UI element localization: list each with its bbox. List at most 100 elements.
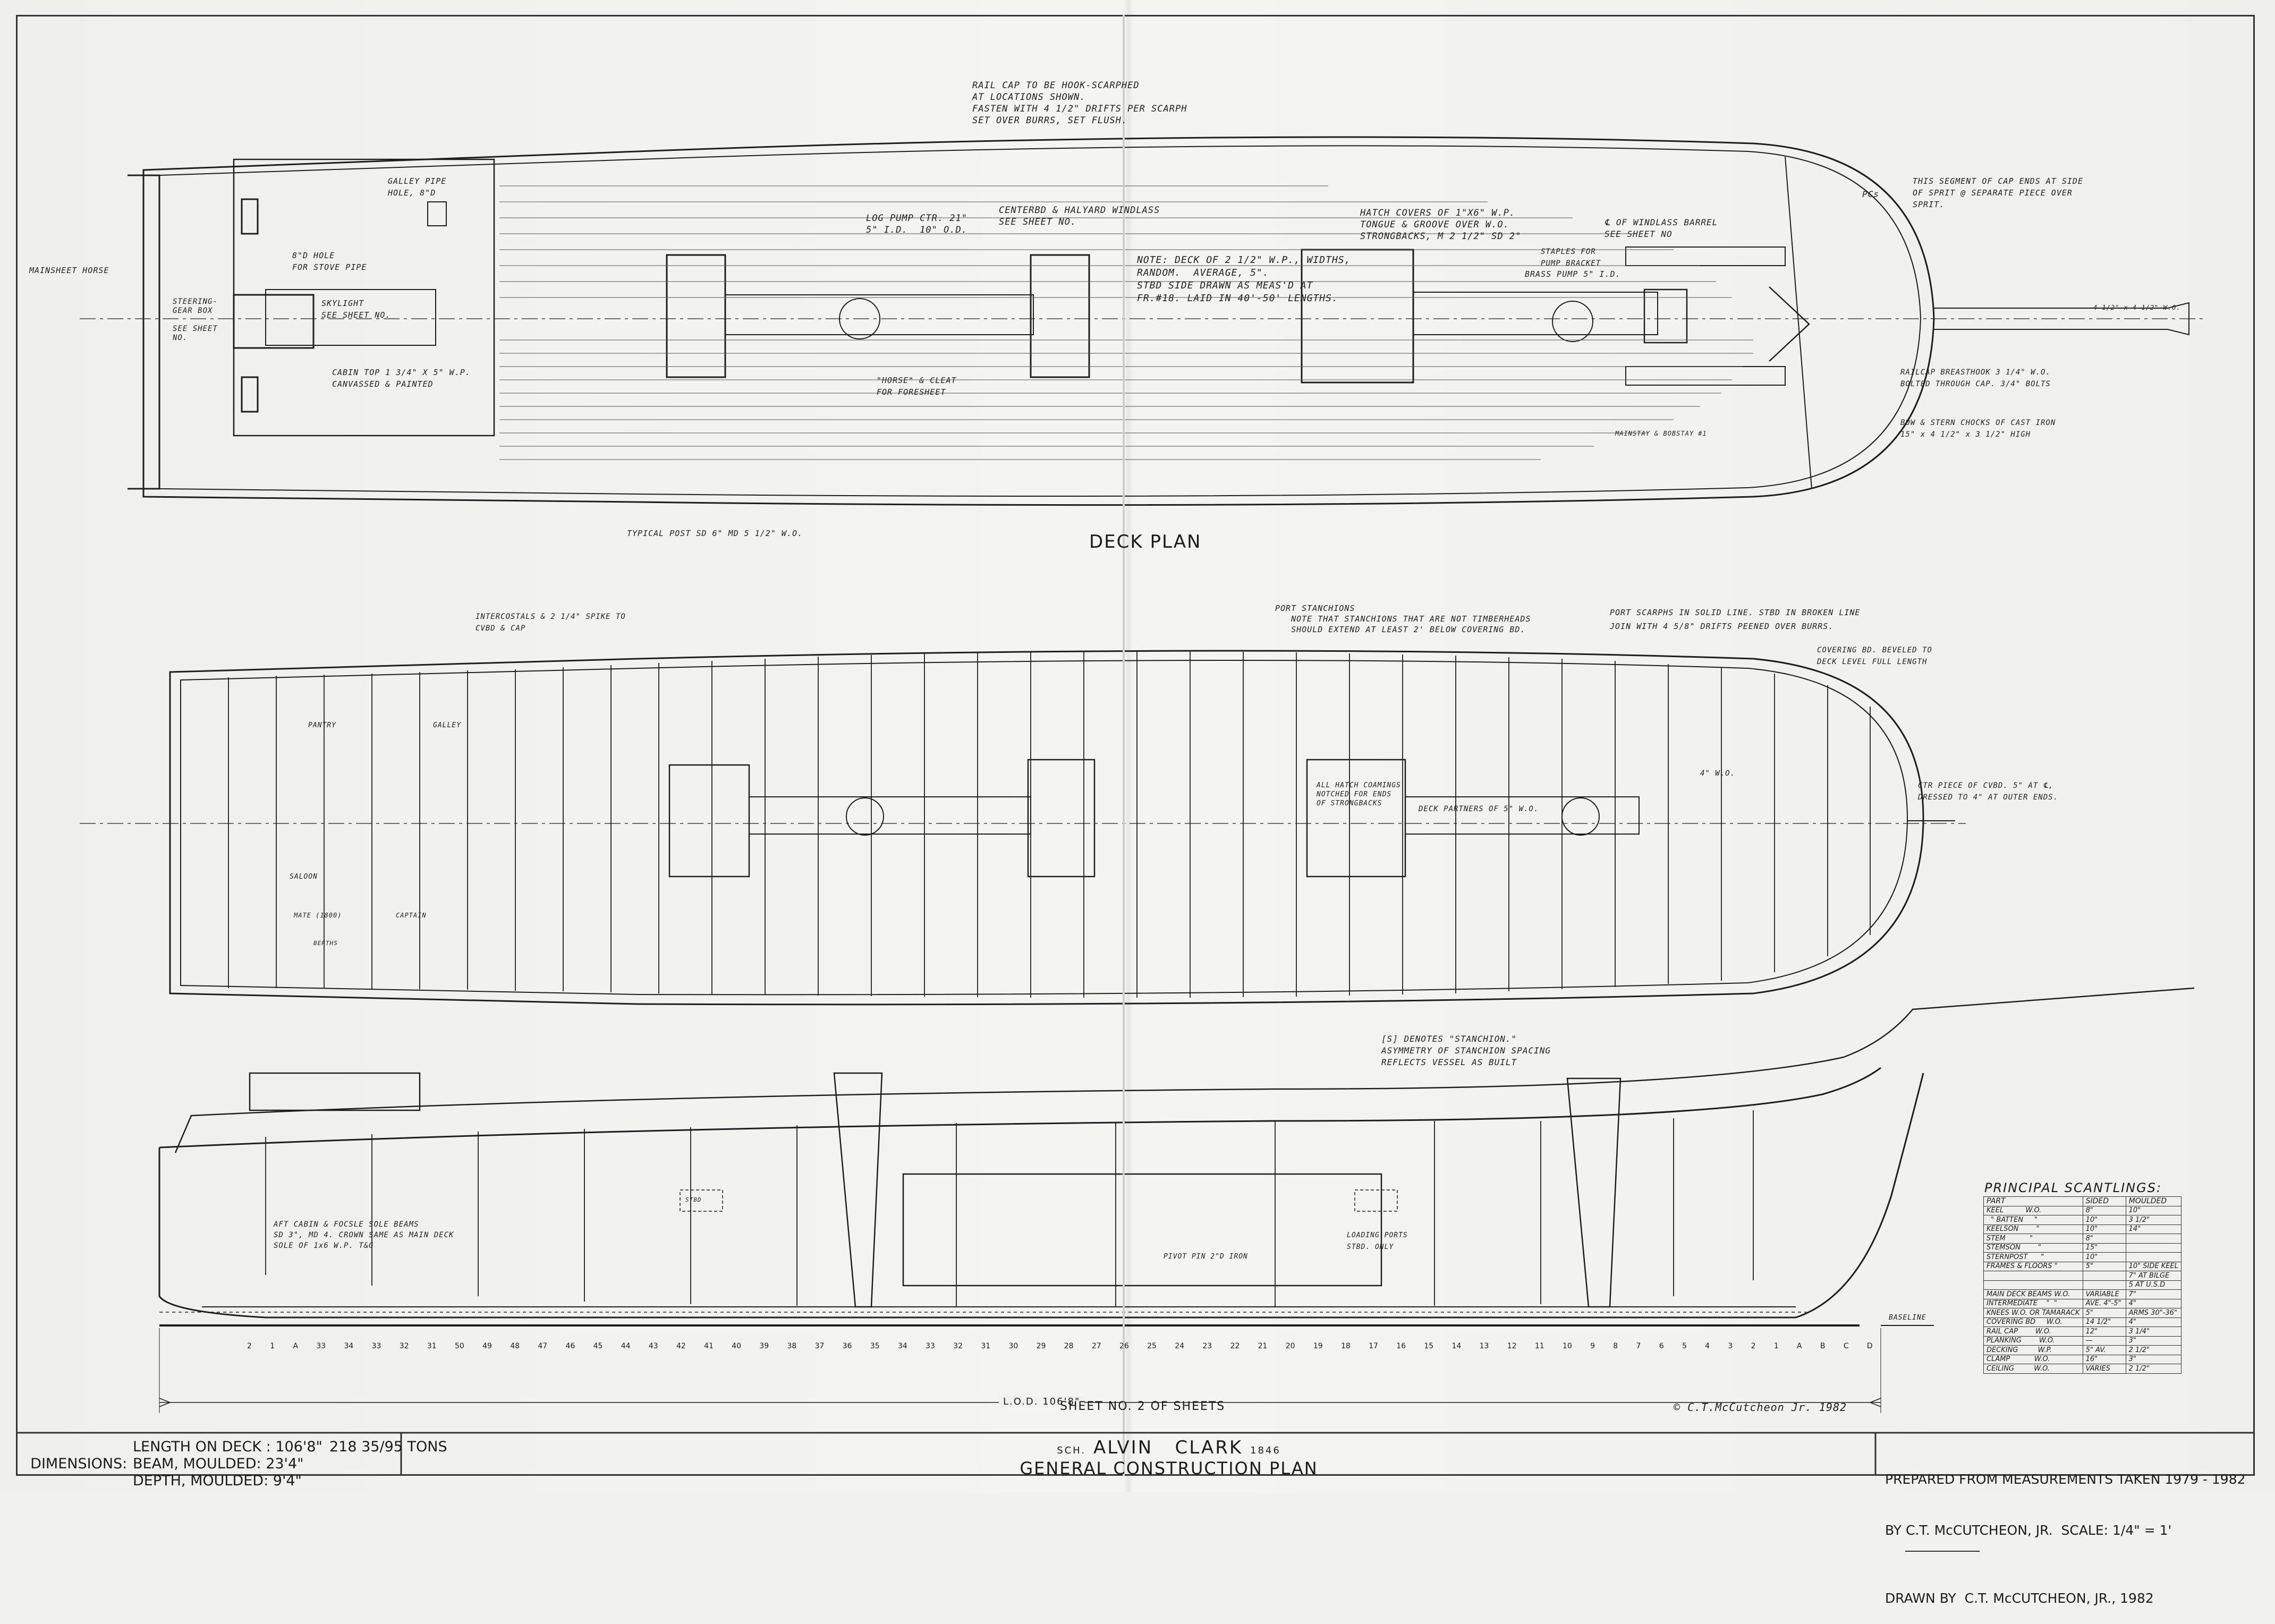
frame-number: 7 xyxy=(1636,1342,1641,1350)
stbd-label: STBD xyxy=(685,1196,702,1203)
frame-number: C xyxy=(1843,1342,1849,1350)
scantling-moulded: 7" xyxy=(2125,1289,2181,1299)
sheet-border xyxy=(16,15,2255,1476)
windlass-label: CENTERBD & HALYARD WINDLASS SEE SHEET NO… xyxy=(999,205,1160,227)
depth-moulded: DEPTH, MOULDED: 9'4" xyxy=(133,1473,302,1490)
pcs-label: PCs xyxy=(1862,189,1879,199)
hull-drawings xyxy=(16,15,2255,1476)
frame-number: 37 xyxy=(814,1342,825,1350)
scantlings-row: KEELSON "10"14" xyxy=(1983,1224,2181,1234)
intercostals-note: INTERCOSTALS & 2 1/4" SPIKE TO CVBD & CA… xyxy=(476,613,626,633)
frame-number: 4 xyxy=(1705,1342,1710,1350)
scantling-sided: 8" xyxy=(2082,1234,2126,1244)
frame-number: 15 xyxy=(1424,1342,1434,1350)
ctr-piece-note: CTR PIECE OF CVBD. 5" AT ℄, DRESSED TO 4… xyxy=(1918,781,2059,802)
copyright-signature: © C.T.McCutcheon Jr. 1982 xyxy=(1674,1401,1847,1414)
beam-value: 23'4" xyxy=(266,1456,304,1472)
scantling-part: STERNPOST " xyxy=(1983,1252,2083,1262)
sole-beams-note: AFT CABIN & FOCSLE SOLE BEAMS SD 3", MD … xyxy=(274,1220,454,1250)
frame-number: 14 xyxy=(1451,1342,1462,1350)
scantlings-row: INTERMEDIATE " "AVE. 4"-5"4" xyxy=(1983,1298,2181,1308)
frame-number: 28 xyxy=(1064,1342,1074,1350)
bowsprit-label: 4 1/2" x 4 1/2" W.O. xyxy=(2093,304,2181,311)
scantling-part: KNEES W.O. OR TAMARACK xyxy=(1983,1308,2083,1318)
four-wo-label: 4" W.O. xyxy=(1700,769,1736,778)
drawing-sheet xyxy=(0,0,2275,1492)
port-stanchions-note: PORT STANCHIONS NOTE THAT STANCHIONS THA… xyxy=(1275,603,1531,634)
frame-number: 33 xyxy=(316,1342,326,1350)
frame-number: 31 xyxy=(981,1342,991,1350)
frame-number: 1 xyxy=(1773,1342,1779,1350)
scale-text: BY C.T. McCUTCHEON, JR. SCALE: 1/4" = 1' xyxy=(1885,1523,2172,1538)
scantling-moulded: 3 1/4" xyxy=(2125,1327,2181,1337)
frame-number: 31 xyxy=(427,1342,437,1350)
scantling-part: CEILING W.O. xyxy=(1983,1364,2083,1374)
windlass-barrel-label: ℄ OF WINDLASS BARREL SEE SHEET NO xyxy=(1605,217,1718,239)
saloon-label: SALOON xyxy=(290,873,318,881)
scantling-part xyxy=(1983,1271,2083,1281)
frame-number: 38 xyxy=(787,1342,797,1350)
scantling-moulded: 10" xyxy=(2125,1205,2181,1215)
frame-number: A xyxy=(293,1342,299,1350)
scantling-part: CLAMP W.O. xyxy=(1983,1354,2083,1364)
year-built: 1846 xyxy=(1250,1445,1281,1456)
frame-number: 23 xyxy=(1202,1342,1212,1350)
frame-number: 18 xyxy=(1340,1342,1351,1350)
galley-label: GALLEY xyxy=(433,721,461,729)
credits-line-1: PREPARED FROM MEASUREMENTS TAKEN 1979 - … xyxy=(1885,1472,2246,1487)
scantling-sided: 5" xyxy=(2082,1308,2126,1318)
scantling-sided: AVE. 4"-5" xyxy=(2082,1298,2126,1308)
cap-segment-note: THIS SEGMENT OF CAP ENDS AT SIDE OF SPRI… xyxy=(1913,176,2083,209)
deck-plan-title: DECK PLAN xyxy=(1089,531,1202,552)
frame-number: 26 xyxy=(1119,1342,1129,1350)
pantry-label: PANTRY xyxy=(308,721,336,729)
scantlings-row: STERNPOST "10" xyxy=(1983,1252,2181,1262)
deck-plan-drawing xyxy=(80,136,2205,506)
depth-label: DEPTH, MOULDED: xyxy=(133,1473,269,1489)
scantlings-row: 5 AT U.S.D xyxy=(1983,1280,2181,1290)
frame-number: 32 xyxy=(399,1342,409,1350)
scantlings-header-sided: SIDED xyxy=(2082,1196,2126,1206)
vessel-name-line: SCH. ALVIN CLARK 1846 xyxy=(1009,1437,1328,1458)
frame-number: 2 xyxy=(247,1342,252,1350)
cabin-top-label: CABIN TOP 1 3/4" X 5" W.P. CANVASSED & P… xyxy=(332,368,471,389)
profile-frames xyxy=(265,1110,1754,1307)
scantling-moulded: 5 AT U.S.D xyxy=(2125,1280,2181,1290)
scantlings-header-moulded: MOULDED xyxy=(2125,1196,2181,1206)
typical-post-label: TYPICAL POST SD 6" MD 5 1/2" W.O. xyxy=(627,529,803,538)
lod-dimension: L.O.D. 106'8" xyxy=(999,1396,1085,1407)
dimensions-heading: DIMENSIONS: xyxy=(30,1456,128,1472)
depth-value: 9'4" xyxy=(273,1473,302,1489)
frame-number: 22 xyxy=(1230,1342,1240,1350)
scantling-sided: — xyxy=(2082,1336,2126,1346)
frame-number: 27 xyxy=(1091,1342,1101,1350)
frame-number: 36 xyxy=(842,1342,852,1350)
frame-number: 41 xyxy=(704,1342,714,1350)
scantling-part: COVERING BD W.O. xyxy=(1983,1317,2083,1327)
frame-number: 40 xyxy=(732,1342,742,1350)
scantling-part: INTERMEDIATE " " xyxy=(1983,1298,2083,1308)
scantlings-row: STEM "8" xyxy=(1983,1234,2181,1244)
scantlings-row: COVERING BD W.O.14 1/2"4" xyxy=(1983,1317,2181,1327)
frame-number: 49 xyxy=(482,1342,492,1350)
beam-label: BEAM, MOULDED: xyxy=(133,1456,261,1472)
scantling-moulded: 4" xyxy=(2125,1298,2181,1308)
galley-pipe-label: GALLEY PIPE HOLE, 8"D xyxy=(388,176,447,198)
scantlings-row: PLANKING W.O.—3" xyxy=(1983,1336,2181,1346)
scantling-moulded: 4" xyxy=(2125,1317,2181,1327)
scantling-sided: 10" xyxy=(2082,1252,2126,1262)
deck-note: NOTE: DECK OF 2 1/2" W.P., WIDTHS, RANDO… xyxy=(1137,254,1351,304)
scantling-moulded: 2 1/2" xyxy=(2125,1345,2181,1355)
scantling-part: KEELSON " xyxy=(1983,1224,2083,1234)
breasthook-note: RAILCAP BREASTHOOK 3 1/4" W.O. BOLTED TH… xyxy=(1900,368,2051,388)
port-scarphs-note: PORT SCARPHS IN SOLID LINE. STBD IN BROK… xyxy=(1610,608,1861,631)
frame-number: 39 xyxy=(759,1342,769,1350)
beam-moulded: BEAM, MOULDED: 23'4" xyxy=(133,1456,304,1473)
plan-title: GENERAL CONSTRUCTION PLAN xyxy=(1020,1458,1318,1478)
scantlings-row: DECKING W.P.5" AV.2 1/2" xyxy=(1983,1345,2181,1355)
frame-number: 30 xyxy=(1008,1342,1018,1350)
scantling-part xyxy=(1983,1280,2083,1290)
frame-number: 46 xyxy=(565,1342,575,1350)
